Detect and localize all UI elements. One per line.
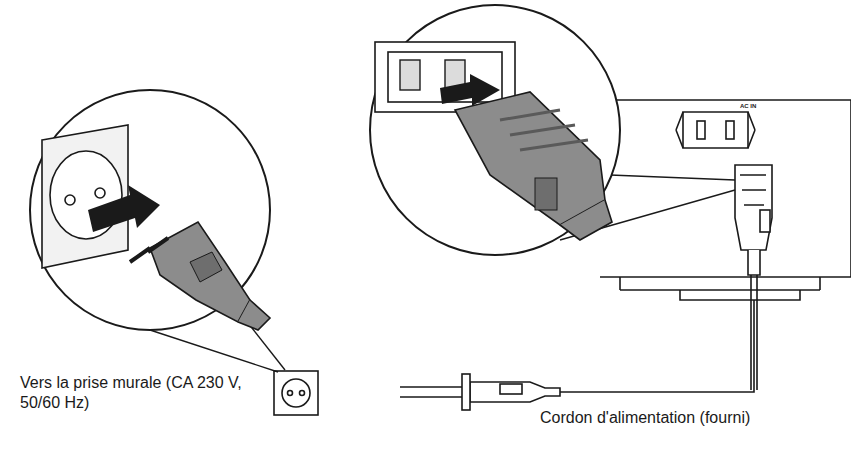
outlet-label: Vers la prise murale (CA 230 V, 50/60 Hz… <box>20 373 260 413</box>
detail-circle-outlet <box>30 90 285 372</box>
wall-outlet <box>274 371 318 415</box>
power-cable <box>560 300 754 392</box>
device-outline <box>600 100 851 300</box>
detail-circle-inlet <box>370 5 735 255</box>
mains-plug <box>400 374 560 410</box>
inlet-label: AC IN <box>740 103 770 110</box>
cord-label: Cordon d'alimentation (fourni) <box>540 408 845 428</box>
